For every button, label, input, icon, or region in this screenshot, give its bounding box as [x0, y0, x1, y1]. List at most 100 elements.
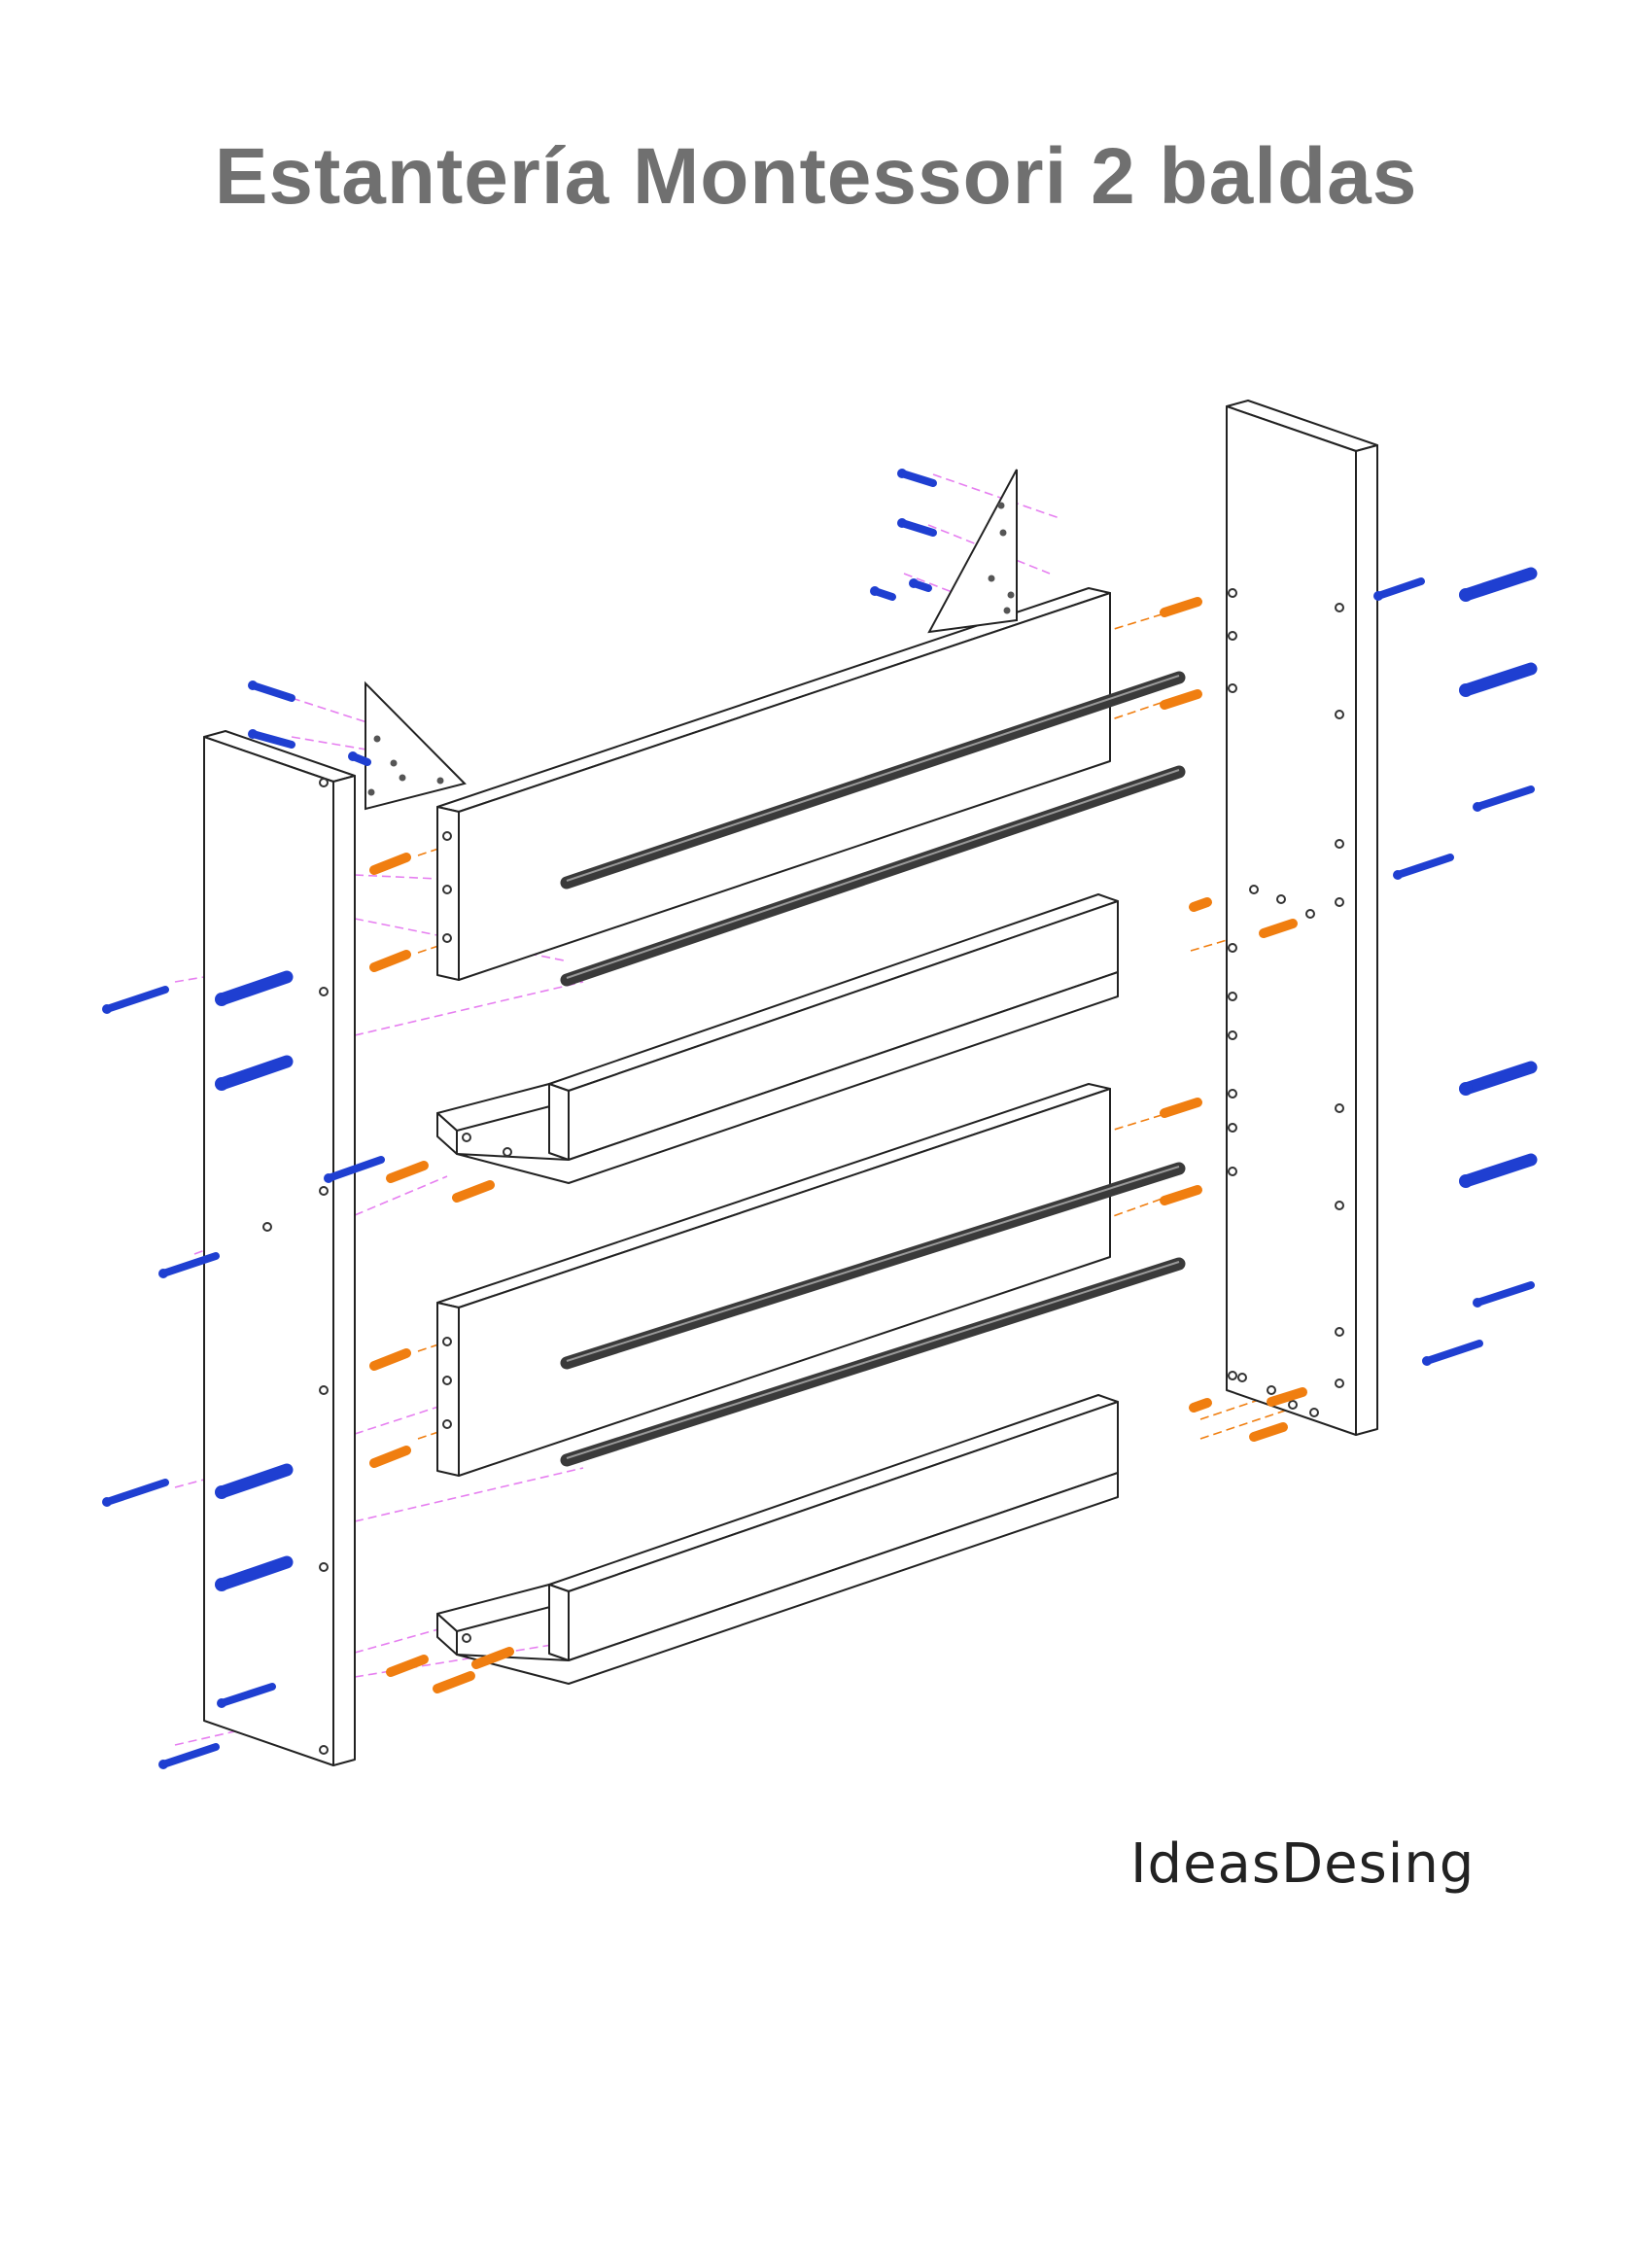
screw-head — [348, 751, 358, 761]
wooden-dowel — [1160, 1098, 1202, 1118]
wooden-dowel — [1160, 1185, 1202, 1205]
drill-hole — [1228, 992, 1237, 1001]
pink-guide-line — [354, 874, 565, 886]
bracket-hole — [1007, 591, 1015, 599]
screw-head — [158, 1760, 168, 1769]
pink-guide-line — [174, 1720, 283, 1746]
rods — [560, 671, 1186, 1467]
screw — [1474, 785, 1535, 811]
drill-hole — [442, 933, 452, 943]
round-rod-2 — [560, 765, 1186, 987]
bracket-hole — [988, 575, 995, 582]
orange-guide-line — [1199, 1389, 1289, 1420]
round-rod-1 — [560, 671, 1186, 890]
orange-guide-line — [417, 845, 448, 856]
screw — [215, 970, 294, 1006]
screw-head — [909, 578, 919, 588]
lower-back-board-end — [436, 1302, 460, 1477]
wooden-dowel — [452, 1180, 495, 1203]
wooden-dowel — [369, 1348, 411, 1371]
dowels — [369, 597, 1307, 1693]
drill-hole — [1335, 897, 1344, 907]
wooden-dowel — [1267, 1387, 1307, 1407]
wooden-dowel — [369, 950, 411, 972]
wooden-dowel — [1160, 597, 1202, 617]
drill-hole — [1335, 1103, 1344, 1113]
screw-head — [1459, 1082, 1473, 1096]
lower-shelf-upright-end — [548, 1584, 570, 1661]
screw — [249, 681, 295, 702]
round-rod-4 — [560, 1257, 1186, 1467]
screw — [898, 519, 937, 537]
drill-hole — [319, 1385, 329, 1395]
drill-hole — [1335, 1327, 1344, 1337]
screw — [159, 1252, 220, 1277]
drill-hole — [1228, 1123, 1237, 1133]
pink-guide-line — [291, 736, 419, 759]
screw — [215, 1055, 294, 1091]
screw-head — [1373, 591, 1383, 601]
bracket-hole — [367, 788, 375, 796]
wooden-dowel — [1189, 1398, 1212, 1413]
screw-head — [1473, 1298, 1482, 1308]
drill-hole — [462, 1133, 471, 1142]
screw-head — [215, 1485, 228, 1499]
triangle-bracket-right — [927, 469, 1018, 634]
drill-hole — [442, 1337, 452, 1346]
screws — [102, 469, 1538, 1769]
wooden-dowel — [1249, 1422, 1288, 1442]
drill-hole — [1228, 1371, 1237, 1380]
wood-panels — [203, 400, 1378, 1766]
orange-guide-line — [1199, 1409, 1289, 1440]
screw-head — [870, 586, 880, 596]
round-rod-3-highlight — [566, 1166, 1180, 1362]
pink-guide-line — [932, 473, 1060, 519]
drill-hole — [1335, 710, 1344, 719]
screw — [1459, 1153, 1538, 1188]
pink-guide-line — [927, 524, 1051, 575]
lower-back-board-face — [458, 1088, 1111, 1477]
drill-hole — [1228, 683, 1237, 693]
bracket-hole — [373, 735, 381, 743]
screw — [1459, 567, 1538, 602]
screw-head — [897, 518, 907, 528]
screw — [218, 1683, 276, 1707]
screw-head — [324, 1173, 333, 1183]
drill-hole — [1276, 894, 1286, 904]
bracket-hole — [997, 502, 1005, 509]
bracket-hole — [999, 529, 1007, 537]
orange-guide-line — [417, 1428, 448, 1440]
bracket-hole — [399, 774, 406, 782]
wooden-dowel — [369, 853, 411, 875]
lower-shelf-upright-face — [568, 1401, 1119, 1661]
round-rod-1-highlight — [566, 675, 1180, 882]
upper-shelf-base-front — [456, 971, 1119, 1184]
round-rod-2-highlight — [566, 769, 1180, 979]
round-rod-3 — [560, 1162, 1186, 1370]
wooden-dowel — [471, 1647, 514, 1669]
drill-hole — [1309, 1408, 1319, 1417]
pink-guide-line — [354, 1175, 448, 1216]
bracket-hole — [390, 759, 398, 767]
screw-head — [248, 680, 258, 690]
drill-hole — [442, 1419, 452, 1429]
brand-label: IdeasDesing — [1130, 1832, 1476, 1896]
screw — [898, 470, 937, 487]
upper-shelf-upright-end — [548, 1083, 570, 1161]
drill-hole — [1228, 1089, 1237, 1099]
drill-hole — [262, 1222, 272, 1232]
lower-shelf-base-front — [456, 1472, 1119, 1685]
drill-hole — [1335, 1201, 1344, 1210]
screw-head — [1459, 1174, 1473, 1188]
drill-hole — [1228, 943, 1237, 953]
drill-hole — [1237, 1373, 1247, 1382]
screw — [1459, 662, 1538, 697]
bracket-hole — [1003, 607, 1011, 614]
upper-back-board-face — [458, 592, 1111, 981]
drill-hole — [1305, 909, 1315, 919]
screw — [159, 1743, 220, 1768]
drill-hole — [319, 1562, 329, 1572]
wooden-dowel — [369, 1446, 411, 1468]
left-side-panel-face — [203, 736, 334, 1766]
